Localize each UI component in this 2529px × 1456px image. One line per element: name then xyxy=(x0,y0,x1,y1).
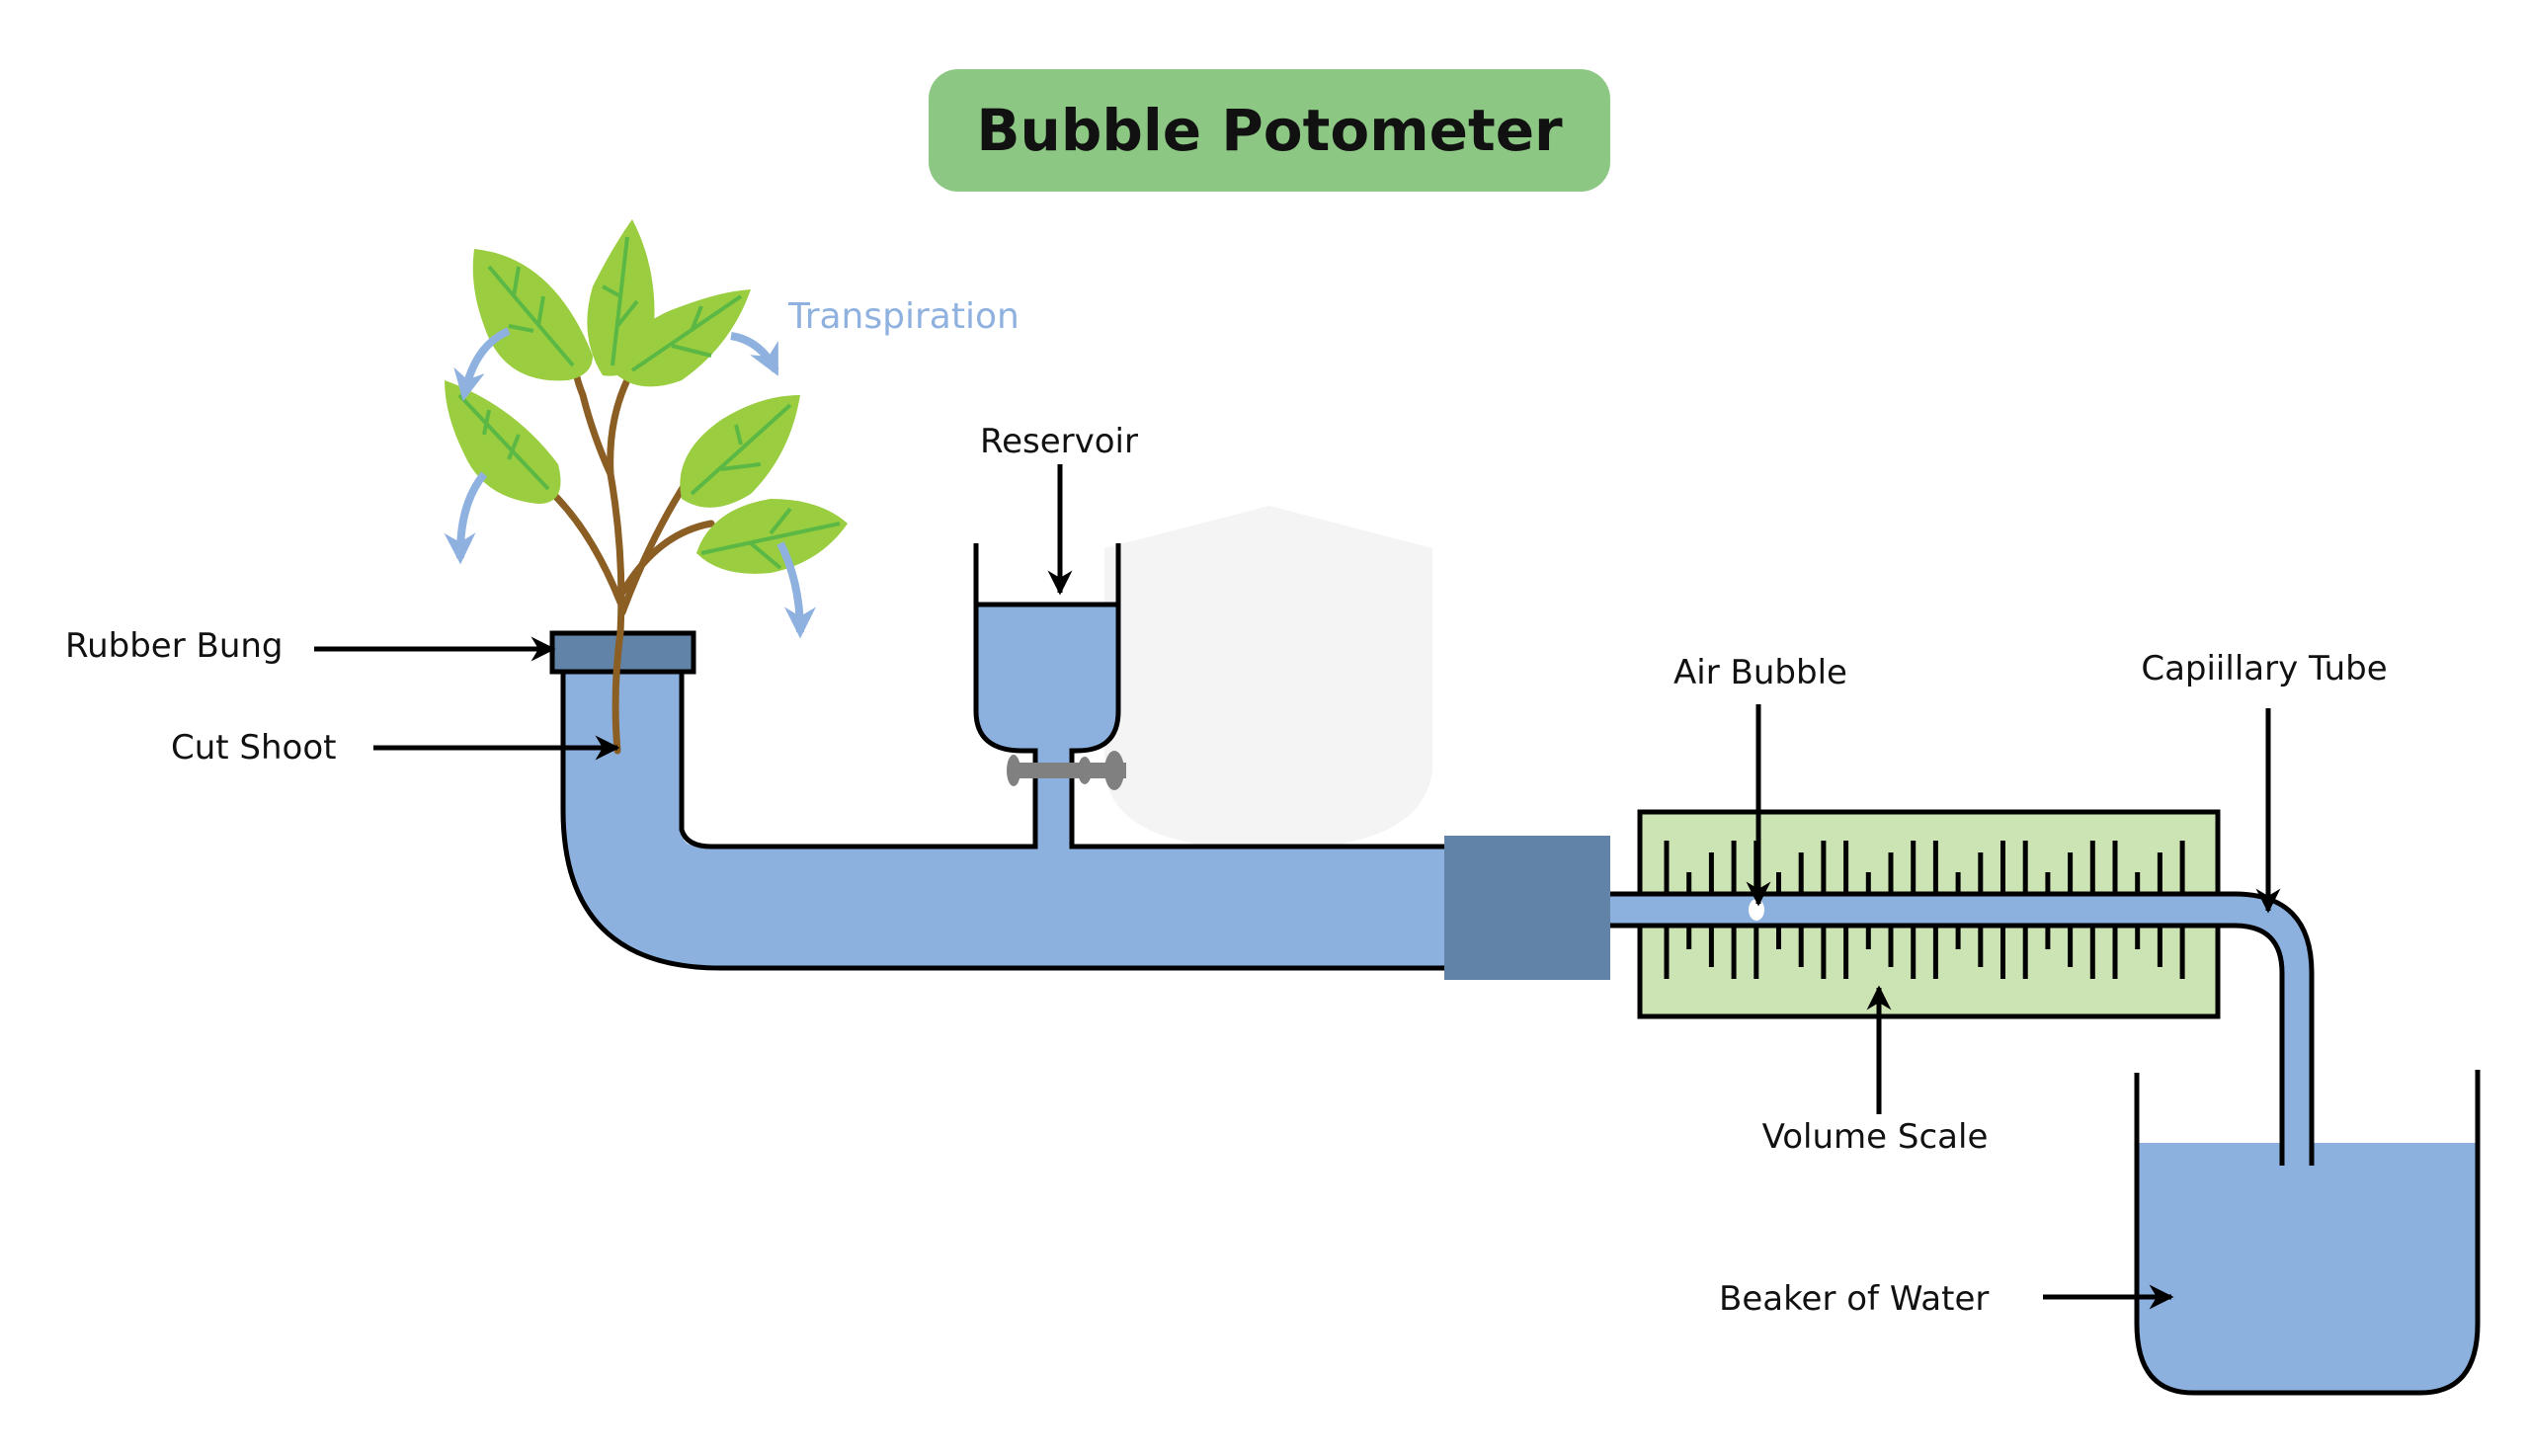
reservoir xyxy=(973,543,1126,805)
plant-cut-shoot xyxy=(445,219,848,755)
connector-bung xyxy=(1444,836,1610,980)
transpiration-arrows xyxy=(444,327,816,639)
tap-icon xyxy=(1007,751,1126,790)
transpiration-arrow-icon xyxy=(730,332,779,376)
label-air-bubble: Air Bubble xyxy=(1673,653,1847,692)
title-text: Bubble Potometer xyxy=(976,97,1563,164)
scale-ticks xyxy=(1664,841,2185,979)
label-capillary-tube: Capiillary Tube xyxy=(2141,649,2387,688)
label-cut-shoot: Cut Shoot xyxy=(171,728,337,768)
transpiration-arrow-icon xyxy=(453,327,511,402)
watermark-logo xyxy=(1104,506,1432,849)
label-reservoir: Reservoir xyxy=(980,422,1138,461)
label-beaker: Beaker of Water xyxy=(1719,1279,1989,1319)
transpiration-arrow-icon xyxy=(444,471,488,565)
beaker xyxy=(2134,1070,2481,1396)
main-tube xyxy=(560,672,1445,971)
title-background xyxy=(929,69,1610,192)
capillary-tube xyxy=(1610,891,2315,1164)
title-banner: Bubble Potometer xyxy=(929,69,1610,192)
label-transpiration: Transpiration xyxy=(787,296,1020,337)
transpiration-arrow-icon xyxy=(776,541,816,639)
label-volume-scale: Volume Scale xyxy=(1762,1117,1989,1157)
label-rubber-bung: Rubber Bung xyxy=(65,626,284,666)
